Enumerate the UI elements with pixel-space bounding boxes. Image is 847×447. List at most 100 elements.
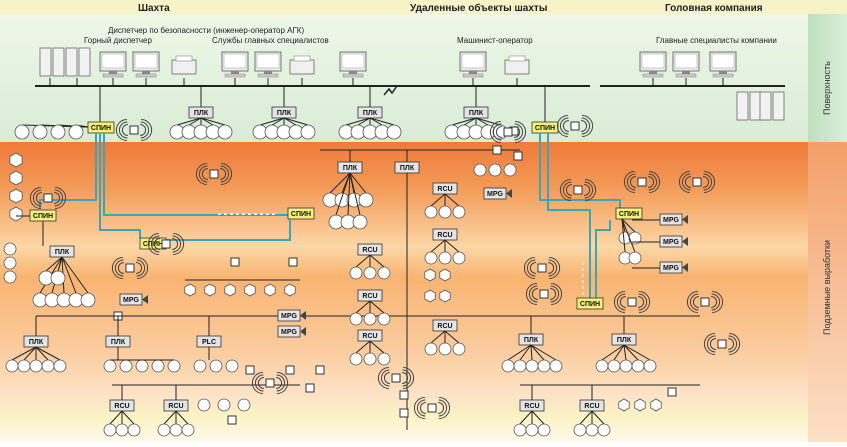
sensor-node bbox=[103, 359, 117, 373]
rcu-box-label: RCU bbox=[362, 293, 377, 300]
rcu-box-label: RCU bbox=[362, 333, 377, 340]
monitor-screen-icon bbox=[223, 53, 247, 69]
rcu-box-label: RCU bbox=[362, 247, 377, 254]
wireless-icon bbox=[153, 238, 160, 250]
hex-node bbox=[9, 170, 23, 186]
sensor-node bbox=[157, 423, 171, 437]
spin-box-label: СПИН bbox=[291, 211, 311, 218]
wireless-icon bbox=[681, 173, 691, 191]
access-point bbox=[427, 403, 437, 413]
wireless-icon bbox=[416, 399, 426, 417]
monitor-stand-icon bbox=[649, 71, 657, 74]
hex-node bbox=[204, 283, 216, 297]
access-point bbox=[209, 169, 219, 179]
sensor-node bbox=[452, 251, 466, 265]
access-point bbox=[539, 289, 549, 299]
sensor-node bbox=[452, 342, 466, 356]
wireless-icon bbox=[551, 283, 563, 305]
printer-tray-icon bbox=[175, 55, 193, 62]
link-line bbox=[57, 256, 63, 272]
remote-link-icon bbox=[383, 85, 398, 96]
sensor-node bbox=[358, 192, 374, 208]
sensor-node bbox=[41, 359, 55, 373]
sensor-node bbox=[3, 256, 17, 270]
link-line bbox=[349, 172, 361, 216]
wireless-icon bbox=[638, 293, 648, 311]
wireless-icon bbox=[439, 397, 451, 419]
wireless-icon bbox=[251, 372, 263, 394]
hex-node bbox=[439, 268, 451, 282]
link-line bbox=[519, 410, 533, 425]
access-point bbox=[43, 193, 53, 203]
fiber-link bbox=[547, 133, 591, 298]
sensor-node bbox=[452, 205, 466, 219]
hex-node bbox=[284, 283, 296, 297]
access-point bbox=[717, 339, 727, 349]
mpg-box-label: MPG bbox=[123, 297, 140, 304]
sensor-node bbox=[209, 359, 223, 373]
link-line bbox=[623, 344, 651, 361]
keyboard-icon bbox=[712, 73, 734, 78]
plk-box-label: ПЛК bbox=[363, 110, 378, 117]
sensor-node bbox=[525, 359, 539, 373]
wireless-icon bbox=[581, 120, 588, 132]
link-line bbox=[444, 239, 460, 253]
wireless-icon bbox=[147, 233, 159, 255]
wireless-icon bbox=[648, 173, 658, 191]
sensor-node bbox=[525, 423, 539, 437]
sensor-node bbox=[17, 359, 31, 373]
wireless-icon bbox=[514, 123, 524, 141]
sensor-node bbox=[135, 359, 149, 373]
access-point bbox=[288, 257, 298, 267]
label-company-specialists: Главные специалисты компании bbox=[656, 36, 777, 45]
mpg-camera-icon bbox=[300, 327, 306, 336]
link-line bbox=[23, 346, 37, 361]
sensor-node bbox=[197, 398, 211, 412]
wireless-icon bbox=[121, 124, 128, 136]
wireless-icon bbox=[648, 176, 655, 188]
sensor-node bbox=[377, 266, 391, 280]
sensor-node bbox=[53, 359, 67, 373]
link-line bbox=[61, 256, 89, 294]
plk-box-label: ПЛК bbox=[343, 165, 358, 172]
hex-node bbox=[424, 268, 436, 282]
wireless-icon bbox=[678, 171, 690, 193]
access-point bbox=[513, 151, 523, 161]
link-line bbox=[579, 410, 593, 425]
wireless-icon bbox=[220, 168, 227, 180]
monitor-stand-icon bbox=[264, 71, 272, 74]
link-line bbox=[369, 340, 385, 354]
sensor-node bbox=[424, 205, 438, 219]
spin-box-label: СПИН bbox=[91, 125, 111, 132]
wireless-icon bbox=[172, 235, 182, 253]
keyboard-icon bbox=[342, 73, 364, 78]
wireless-icon bbox=[581, 117, 591, 135]
sensor-node bbox=[50, 124, 66, 140]
wireless-icon bbox=[136, 259, 146, 277]
wireless-icon bbox=[684, 176, 691, 188]
wireless-icon bbox=[556, 115, 568, 137]
hex-node bbox=[9, 188, 23, 204]
wireless-icon bbox=[559, 117, 569, 135]
wireless-icon bbox=[728, 335, 738, 353]
link-line bbox=[507, 344, 532, 361]
server-icon bbox=[52, 47, 65, 77]
wireless-icon bbox=[692, 296, 699, 308]
access-point bbox=[230, 257, 240, 267]
monitor-screen-icon bbox=[341, 53, 365, 69]
wireless-icon bbox=[276, 377, 283, 389]
fiber-link bbox=[539, 133, 621, 208]
monitor-stand-icon bbox=[109, 71, 117, 74]
monitor-stand-icon bbox=[349, 71, 357, 74]
wireless-icon bbox=[613, 291, 625, 313]
mpg-box-label: MPG bbox=[663, 217, 680, 224]
link-line bbox=[109, 410, 123, 425]
link-line bbox=[613, 344, 625, 361]
sensor-node bbox=[237, 398, 251, 412]
link-line bbox=[335, 172, 351, 216]
sensor-node bbox=[363, 312, 377, 326]
wireless-icon bbox=[114, 259, 124, 277]
wireless-icon bbox=[489, 121, 501, 143]
